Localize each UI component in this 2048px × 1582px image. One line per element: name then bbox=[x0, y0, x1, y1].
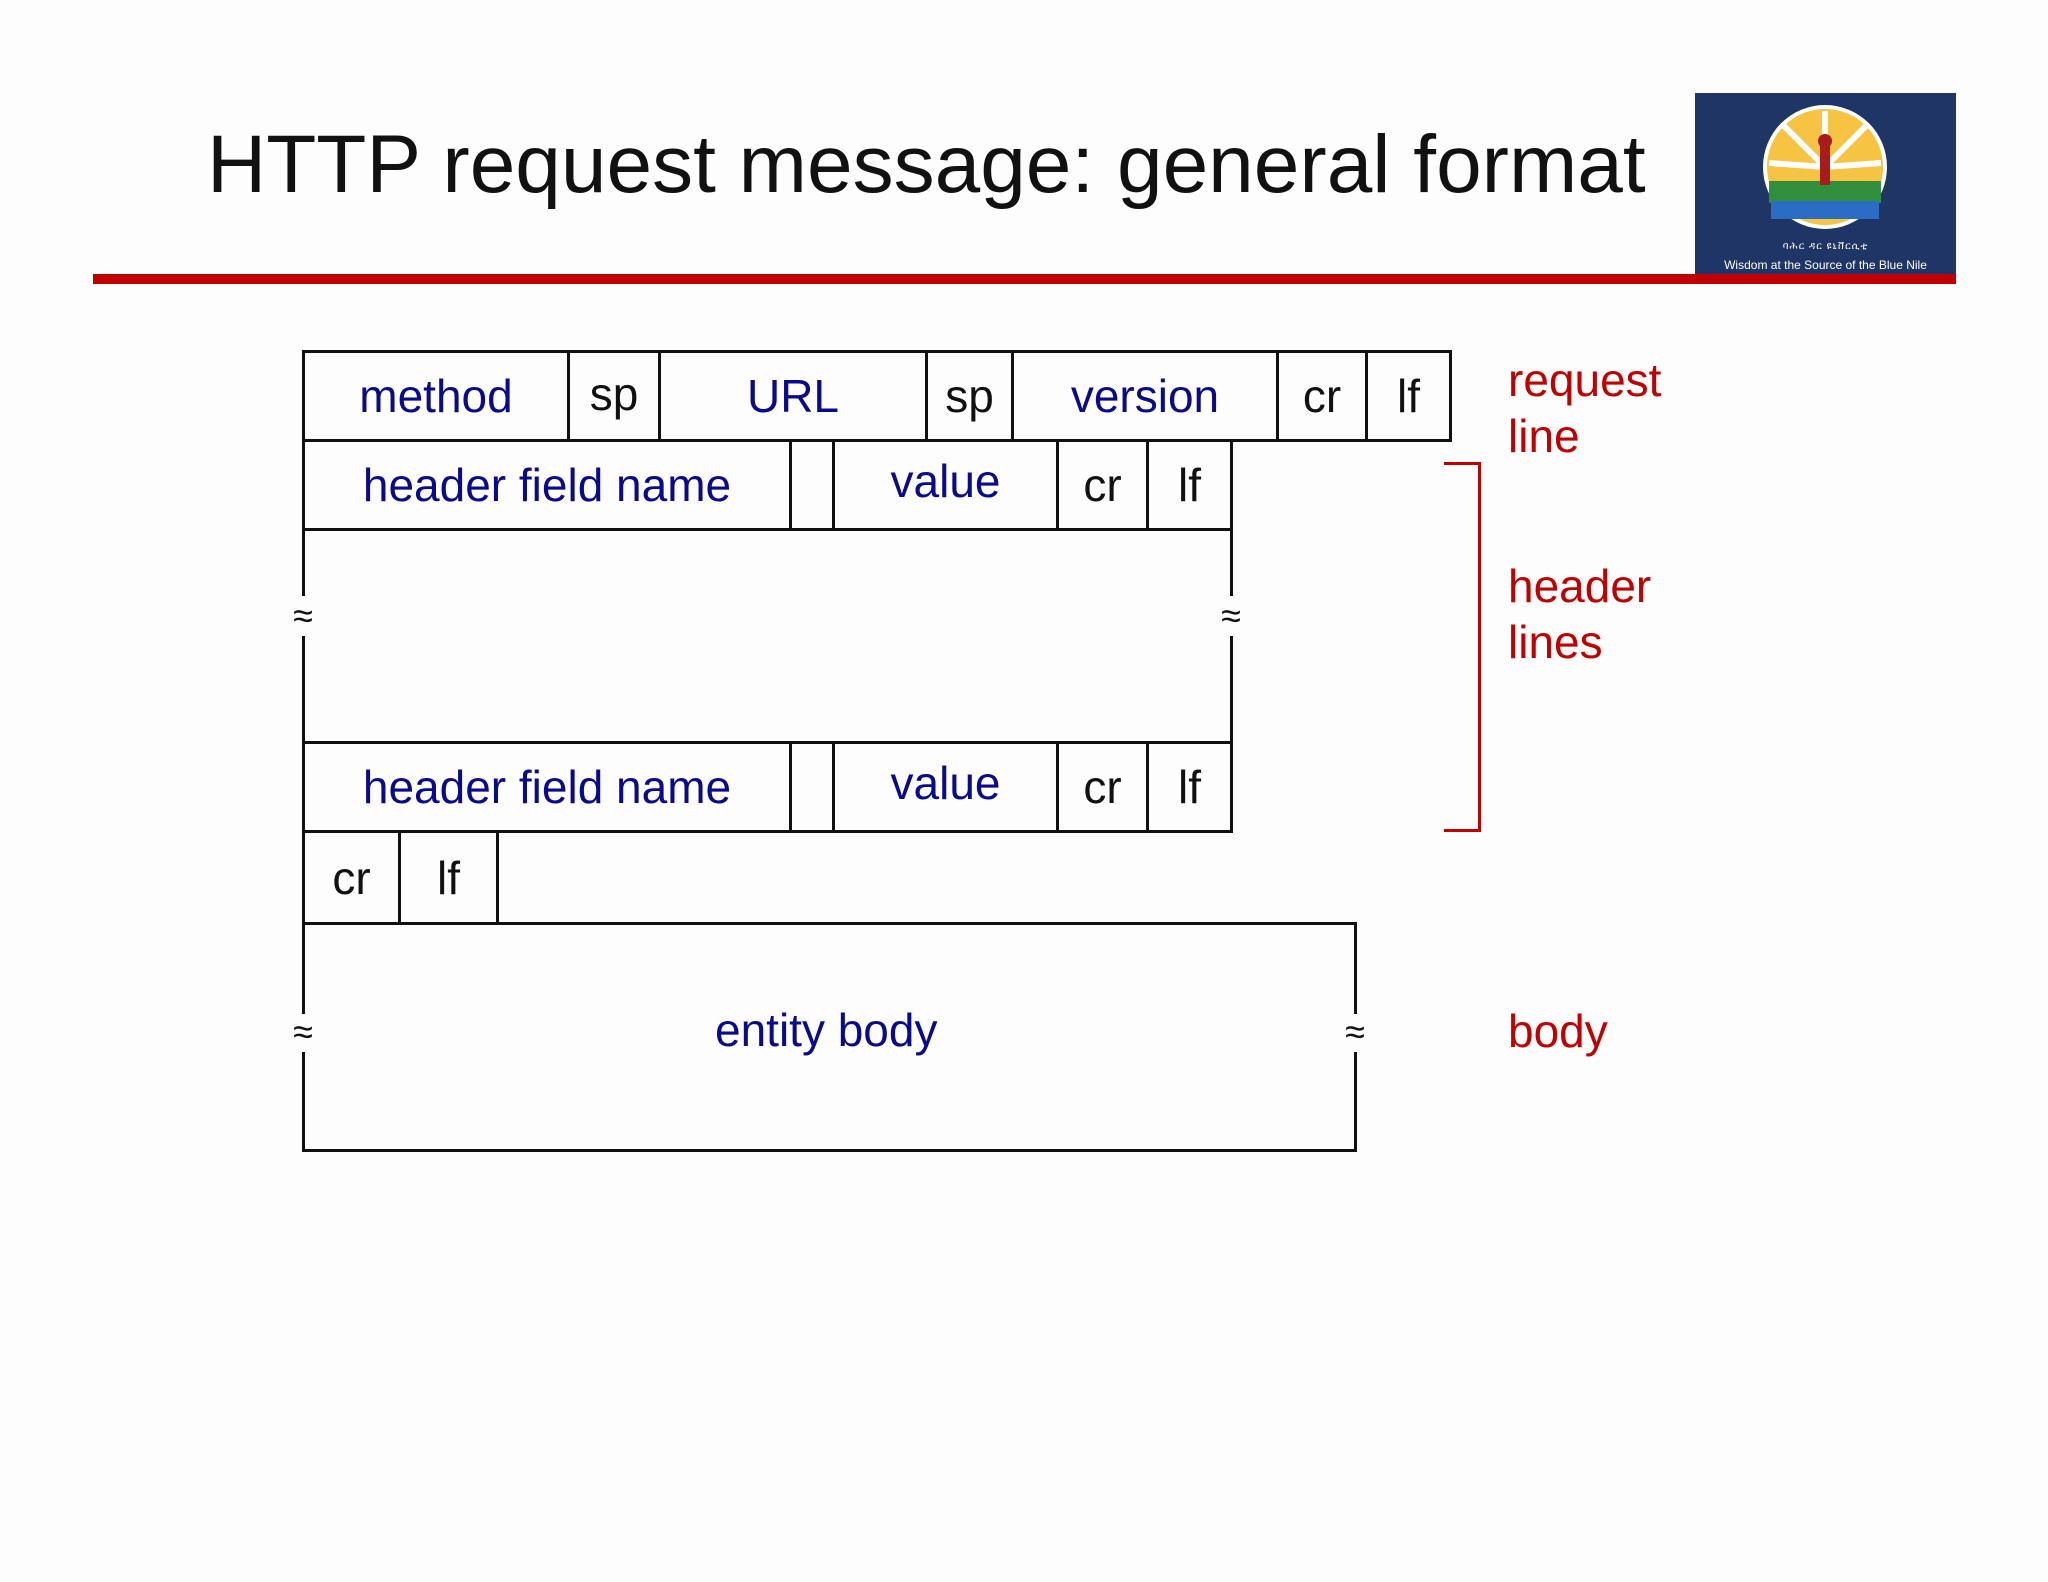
blank-line-cr-field: cr bbox=[302, 830, 401, 925]
header-lf-field-1: lf bbox=[1146, 439, 1233, 531]
page-title: HTTP request message: general format bbox=[207, 119, 1646, 210]
version-field: version bbox=[1011, 350, 1279, 442]
header-lines-label-line1: header bbox=[1508, 560, 1652, 612]
header-gap-right-upper bbox=[1230, 531, 1233, 596]
url-field: URL bbox=[658, 350, 928, 442]
header-lines-bracket bbox=[1444, 462, 1481, 832]
logo-tagline: Wisdom at the Source of the Blue Nile bbox=[1724, 258, 1927, 272]
blank-line-lf-field: lf bbox=[398, 830, 499, 925]
header-colon-field-2 bbox=[789, 741, 835, 833]
header-gap-left-upper bbox=[302, 531, 305, 596]
body-left-lower bbox=[302, 1052, 305, 1152]
header-value-1: value bbox=[832, 439, 1059, 531]
title-underline bbox=[93, 274, 1956, 284]
method-field: method bbox=[302, 350, 570, 442]
break-symbol-body-left: ≈ bbox=[293, 1011, 313, 1052]
break-symbol-header-right: ≈ bbox=[1221, 595, 1241, 636]
logo-amharic-text: ባሕር ዳር ዩኒቨርሲቲ bbox=[1782, 241, 1869, 252]
space-field-1: sp bbox=[567, 350, 661, 442]
header-lines-label-line2: lines bbox=[1508, 616, 1603, 668]
request-line-label-line2: line bbox=[1508, 410, 1580, 462]
header-lf-field-2: lf bbox=[1146, 741, 1233, 833]
header-cr-field-1: cr bbox=[1056, 439, 1149, 531]
body-right-lower bbox=[1354, 1052, 1357, 1152]
university-logo: ባሕር ዳር ዩኒቨርሲቲ Wisdom at the Source of th… bbox=[1695, 93, 1956, 279]
header-field-name-2: header field name bbox=[302, 741, 792, 833]
header-value-2: value bbox=[832, 741, 1059, 833]
body-right-upper bbox=[1354, 922, 1357, 1014]
header-gap-right-lower bbox=[1230, 636, 1233, 744]
header-field-name-1: header field name bbox=[302, 439, 792, 531]
body-bottom-edge bbox=[302, 1149, 1357, 1152]
header-colon-field-1 bbox=[789, 439, 835, 531]
request-cr-field: cr bbox=[1276, 350, 1368, 442]
logo-emblem bbox=[1763, 105, 1887, 229]
body-top-edge bbox=[302, 922, 1357, 925]
body-left-upper bbox=[302, 922, 305, 1014]
entity-body-label: entity body bbox=[715, 1004, 938, 1056]
request-line-label: request line bbox=[1508, 352, 1708, 464]
space-field-2: sp bbox=[925, 350, 1014, 442]
header-cr-field-2: cr bbox=[1056, 741, 1149, 833]
request-line-label-line1: request bbox=[1508, 354, 1662, 406]
request-lf-field: lf bbox=[1365, 350, 1452, 442]
break-symbol-body-right: ≈ bbox=[1345, 1011, 1365, 1052]
break-symbol-header-left: ≈ bbox=[293, 595, 313, 636]
body-label: body bbox=[1508, 1005, 1608, 1057]
header-lines-label: header lines bbox=[1508, 558, 1708, 670]
header-gap-left-lower bbox=[302, 636, 305, 744]
